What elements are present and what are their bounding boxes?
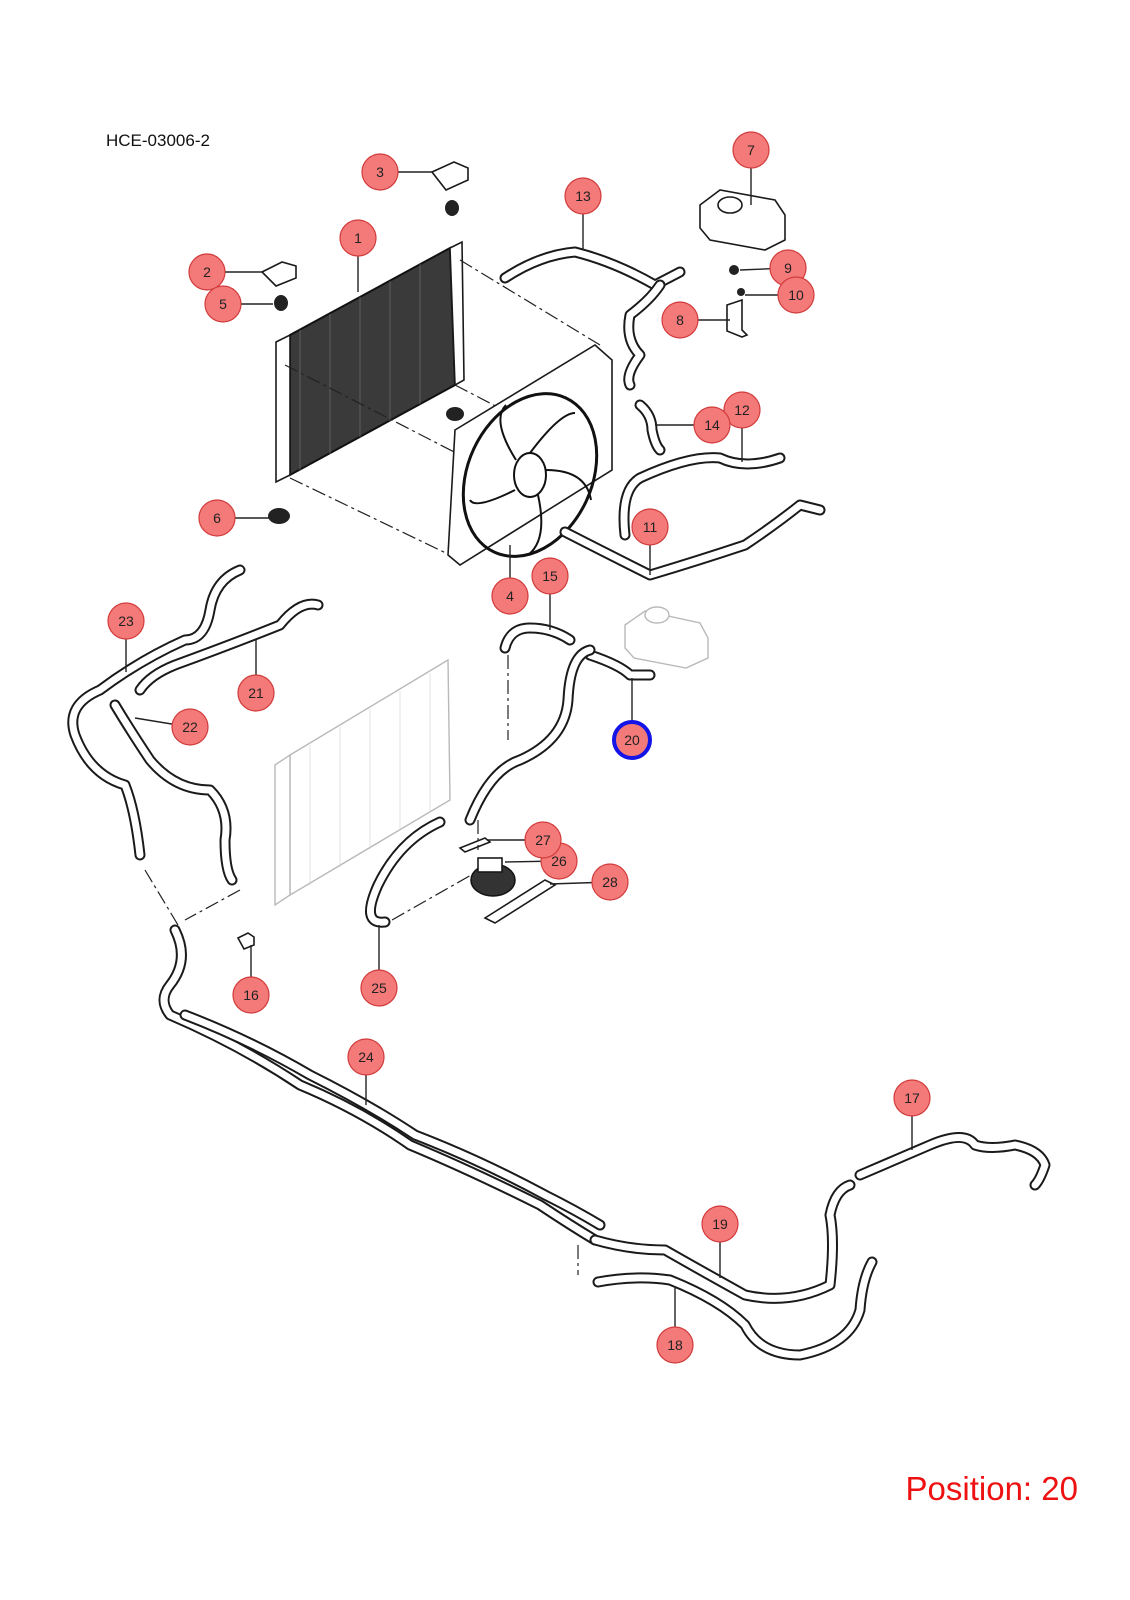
hose-12[interactable] [618, 452, 786, 541]
svg-text:20: 20 [624, 732, 640, 748]
callout-6[interactable]: 6 [198, 499, 236, 537]
svg-text:23: 23 [118, 613, 134, 629]
tank-bracket [726, 298, 749, 338]
callout-2[interactable]: 2 [188, 253, 226, 291]
tank-cap [729, 265, 739, 275]
callout-13[interactable]: 13 [564, 177, 602, 215]
hose-23[interactable] [67, 564, 246, 861]
svg-text:11: 11 [643, 519, 658, 535]
expansion-tank-ghost [624, 606, 709, 669]
svg-text:5: 5 [219, 296, 227, 312]
position-value: 20 [1041, 1470, 1078, 1507]
hose-14[interactable] [634, 399, 666, 456]
svg-text:25: 25 [371, 980, 387, 996]
callout-11[interactable]: 11 [631, 508, 669, 546]
svg-text:7: 7 [747, 142, 755, 158]
callout-25[interactable]: 25 [360, 969, 398, 1007]
hose-22-dash [184, 889, 241, 921]
radiator-mount-upper [260, 161, 469, 311]
svg-text:12: 12 [734, 402, 750, 418]
hose-24-parallel[interactable] [179, 1009, 606, 1231]
svg-text:8: 8 [676, 312, 684, 328]
svg-text:19: 19 [712, 1216, 728, 1232]
fan-shroud[interactable] [438, 344, 622, 578]
callout-16[interactable]: 16 [232, 976, 270, 1014]
hose-center-riser[interactable] [464, 644, 596, 826]
svg-text:1: 1 [354, 230, 362, 246]
radiator-mount-lower [268, 407, 464, 524]
svg-text:10: 10 [788, 287, 804, 303]
callout-21[interactable]: 21 [237, 674, 275, 712]
hose-13[interactable] [499, 246, 686, 291]
svg-text:13: 13 [575, 188, 591, 204]
svg-text:21: 21 [248, 685, 264, 701]
svg-text:14: 14 [704, 417, 720, 433]
document-code: HCE-03006-2 [106, 131, 210, 150]
callout-14[interactable]: 14 [693, 406, 731, 444]
callout-5[interactable]: 5 [204, 285, 242, 323]
svg-text:9: 9 [784, 260, 792, 276]
callout-3[interactable]: 3 [361, 153, 399, 191]
callout-18[interactable]: 18 [656, 1326, 694, 1364]
callout-27[interactable]: 27 [524, 821, 562, 859]
callout-24[interactable]: 24 [347, 1038, 385, 1076]
svg-text:4: 4 [506, 588, 514, 604]
callout-leader-lines [125, 150, 913, 1345]
svg-text:3: 3 [376, 164, 384, 180]
svg-text:16: 16 [243, 987, 259, 1003]
svg-text:28: 28 [602, 874, 618, 890]
callout-10[interactable]: 10 [777, 276, 815, 314]
svg-text:2: 2 [203, 264, 211, 280]
hose-24[interactable] [158, 924, 601, 1246]
hose-25-dash [391, 869, 481, 921]
callout-15[interactable]: 15 [531, 557, 569, 595]
radiator-ghost [274, 658, 451, 907]
hose-18[interactable] [592, 1256, 878, 1361]
hose-11[interactable] [559, 499, 826, 581]
hose-21[interactable] [134, 598, 324, 696]
svg-text:18: 18 [667, 1337, 683, 1353]
callout-19[interactable]: 19 [701, 1205, 739, 1243]
callout-1[interactable]: 1 [339, 219, 377, 257]
svg-text:6: 6 [213, 510, 221, 526]
hose-25[interactable] [365, 816, 446, 928]
callout-4[interactable]: 4 [491, 577, 529, 615]
callout-20-selected[interactable]: 20 [612, 720, 652, 760]
position-prefix: Position: [905, 1470, 1033, 1507]
pump-clamp [458, 837, 492, 853]
position-indicator: Position: 20 [906, 1470, 1078, 1508]
bracket-16 [236, 932, 255, 951]
radiator[interactable] [275, 240, 465, 484]
hose-15[interactable] [499, 622, 576, 654]
callout-7[interactable]: 7 [732, 131, 770, 169]
svg-text:15: 15 [542, 568, 558, 584]
callout-17[interactable]: 17 [893, 1079, 931, 1117]
svg-text:22: 22 [182, 719, 198, 735]
callout-28[interactable]: 28 [591, 863, 629, 901]
svg-text:26: 26 [551, 853, 567, 869]
svg-text:17: 17 [904, 1090, 920, 1106]
hose-19[interactable] [589, 1179, 856, 1304]
tank-bolt [737, 288, 745, 296]
expansion-tank[interactable] [699, 189, 786, 251]
hose-20[interactable] [584, 649, 656, 681]
pump-bracket [483, 879, 557, 924]
callout-8[interactable]: 8 [661, 301, 699, 339]
svg-text:27: 27 [535, 832, 551, 848]
hose-23-dash [144, 869, 179, 926]
callout-22[interactable]: 22 [171, 708, 209, 746]
hose-upper-bypass[interactable] [623, 279, 666, 391]
hose-17[interactable] [854, 1132, 1051, 1191]
callout-23[interactable]: 23 [107, 602, 145, 640]
hose-22[interactable] [109, 699, 238, 886]
svg-text:24: 24 [358, 1049, 374, 1065]
callout-12[interactable]: 12 [723, 391, 761, 429]
coolant-pump[interactable] [470, 857, 516, 897]
